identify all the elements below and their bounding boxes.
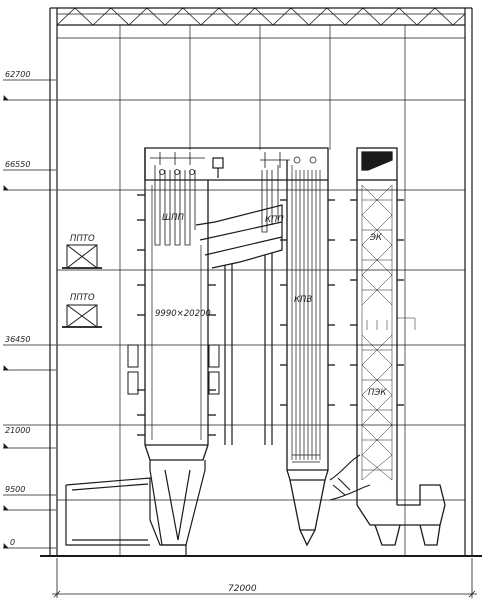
building-frame [40, 7, 482, 557]
label-ppto-upper: ППТО [70, 234, 95, 244]
shaft-platform-ticks [280, 199, 335, 406]
level-label-4: 21000 [5, 426, 30, 435]
level-label-6: 0 [10, 538, 15, 547]
horizontal-gas-duct [195, 157, 283, 445]
ash-channel [65, 477, 187, 556]
elevation-marks [3, 79, 56, 549]
label-total-width: 72000 [228, 584, 257, 594]
convective-superheater [260, 152, 290, 233]
label-ppto-lower: ППТО [70, 293, 95, 303]
level-label-5: 9500 [5, 485, 25, 494]
burners [127, 344, 220, 395]
furnace-walls [151, 185, 202, 440]
label-pek: ПЭК [368, 388, 387, 398]
convective-shaft [286, 160, 329, 547]
economizer-tower [356, 147, 446, 546]
structural-grid [57, 25, 465, 555]
ppto-unit-upper [62, 244, 102, 269]
economizer-platform-ticks [350, 199, 404, 406]
label-ek: ЭК [369, 233, 383, 243]
connecting-duct [329, 454, 371, 501]
economizer-lattice [361, 184, 416, 481]
roof-truss [56, 7, 466, 26]
platform-ticks [137, 194, 216, 436]
level-label-2: 66550 [5, 160, 30, 169]
level-label-1: 62700 [5, 70, 30, 79]
width-dimension-line [52, 558, 477, 598]
furnace-hopper [149, 460, 206, 546]
label-shpp: ШПП [162, 213, 184, 223]
label-kpp: КПП [265, 215, 284, 225]
label-furnace-dims: 9990×20200 [155, 309, 211, 319]
label-kpv: КПВ [294, 295, 312, 305]
ppto-unit-lower [62, 304, 102, 328]
level-label-3: 36450 [5, 335, 30, 344]
screen-superheater [150, 152, 205, 246]
shaft-coils [291, 156, 321, 463]
